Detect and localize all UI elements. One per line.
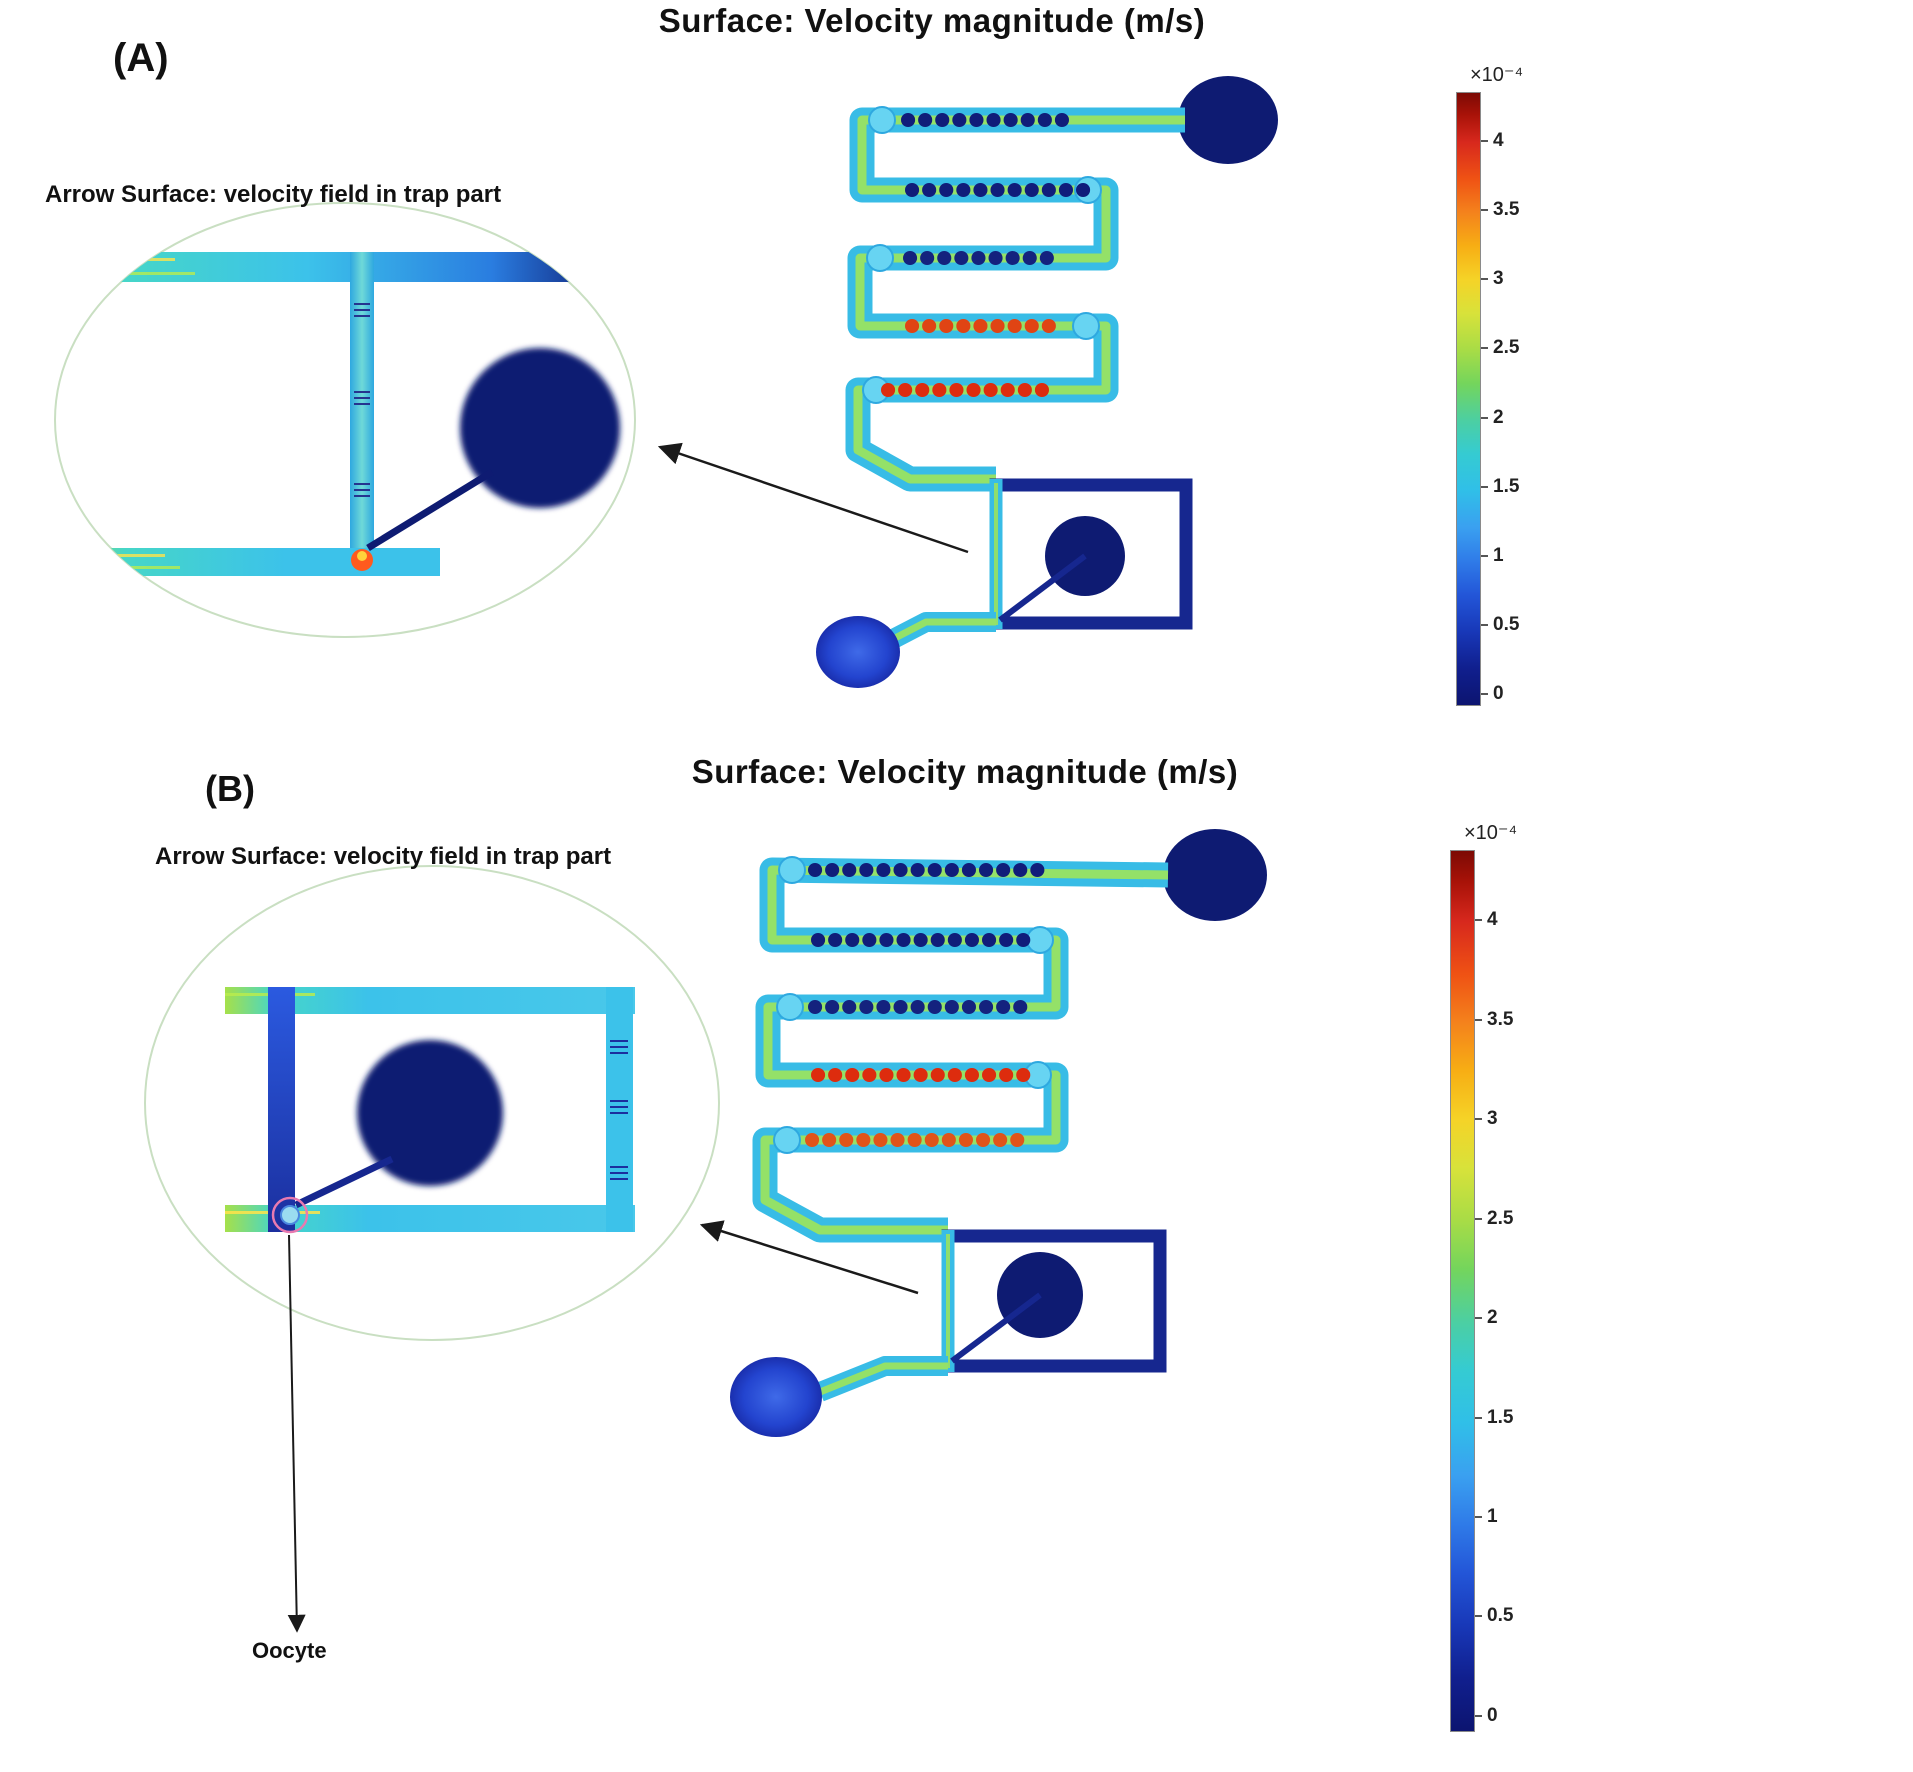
trap-inset-a <box>54 202 636 638</box>
panel-a: (A) Surface: Velocity magnitude (m/s) Ar… <box>0 0 1913 745</box>
panel-b-label: (B) <box>205 768 255 809</box>
colorbar-tick: 3 <box>1481 268 1504 290</box>
velocity-arrows-a <box>354 303 370 497</box>
colorbar-tick: 1 <box>1481 545 1504 567</box>
colorbar-tick: 0.5 <box>1475 1605 1513 1627</box>
microchannel-device-b <box>730 829 1267 1437</box>
panel-b-title: Surface: Velocity magnitude (m/s) <box>691 753 1239 790</box>
inlet-reservoir-a <box>1178 76 1278 164</box>
trap-pointer-arrow-a <box>657 442 969 554</box>
trap-pointer-arrow-b <box>699 1220 919 1295</box>
serpentine-channel-a <box>845 107 1185 492</box>
trap-chamber-a <box>989 478 1193 630</box>
colorbar-tick: 2.5 <box>1481 337 1519 359</box>
junction-dots-a <box>862 106 1102 404</box>
panel-a-label: (A) <box>113 36 169 80</box>
colorbar-tick: 1.5 <box>1475 1407 1513 1429</box>
colorbar-tick: 3.5 <box>1481 199 1519 221</box>
panel-b: (B) Surface: Velocity magnitude (m/s) Ar… <box>0 745 1913 1772</box>
serpentine-channel-b <box>752 857 1169 1243</box>
oocyte-arrow <box>287 1234 306 1633</box>
serpentine-core-b <box>760 865 1169 1235</box>
colorbar-tick: 0 <box>1481 683 1504 705</box>
panel-b-inset-label: Arrow Surface: velocity field in trap pa… <box>155 843 612 870</box>
panel-a-title: Surface: Velocity magnitude (m/s) <box>658 2 1206 39</box>
trap-inset-b <box>144 865 720 1633</box>
outlet-reservoir-a <box>816 616 900 688</box>
panel-a-graphics <box>54 76 1278 688</box>
velocity-arrows-b <box>610 1040 628 1180</box>
trapped-cell-inset-a <box>460 348 620 508</box>
trap-chamber-b <box>941 1229 1167 1373</box>
junction-dots-b <box>773 856 1054 1154</box>
colorbar-tick: 2 <box>1475 1307 1498 1329</box>
outlet-reservoir-b <box>730 1357 822 1437</box>
colorbar-tick: 2.5 <box>1475 1208 1513 1230</box>
colorbar-tick: 4 <box>1475 909 1498 931</box>
colorbar-tick: 4 <box>1481 130 1504 152</box>
pillar-arrays-a <box>881 113 1091 397</box>
colorbar-tick: 2 <box>1481 407 1504 429</box>
panel-b-colorbar: ×10⁻⁴ 4 3.5 3 2.5 2 1.5 1 0.5 0 <box>1450 820 1560 1760</box>
microchannel-device-a <box>816 76 1278 688</box>
colorbar-tick: 1 <box>1475 1506 1498 1528</box>
oocyte-label: Oocyte <box>252 1638 327 1663</box>
colorbar-scale: ×10⁻⁴ <box>1470 64 1524 86</box>
colorbar-tick: 0 <box>1475 1705 1498 1727</box>
serpentine-core-a <box>853 115 1185 484</box>
colorbar-tick: 0.5 <box>1481 614 1519 636</box>
panel-a-colorbar: ×10⁻⁴ 4 3.5 3 2.5 2 1.5 1 0.5 0 <box>1456 62 1566 742</box>
oocyte-cell <box>280 1205 300 1225</box>
inlet-reservoir-b <box>1163 829 1267 921</box>
panel-a-inset-label: Arrow Surface: velocity field in trap pa… <box>45 181 502 208</box>
colorbar-gradient <box>1450 850 1475 1732</box>
panel-b-graphics <box>144 829 1267 1633</box>
colorbar-tick: 3.5 <box>1475 1009 1513 1031</box>
pillar-arrays-b <box>805 863 1047 1147</box>
trapped-cell-inset-b <box>357 1040 503 1186</box>
oocyte-highlight-ring <box>271 1196 309 1234</box>
colorbar-tick: 3 <box>1475 1108 1498 1130</box>
colorbar-gradient <box>1456 92 1481 706</box>
colorbar-scale: ×10⁻⁴ <box>1464 822 1518 844</box>
colorbar-tick: 1.5 <box>1481 476 1519 498</box>
